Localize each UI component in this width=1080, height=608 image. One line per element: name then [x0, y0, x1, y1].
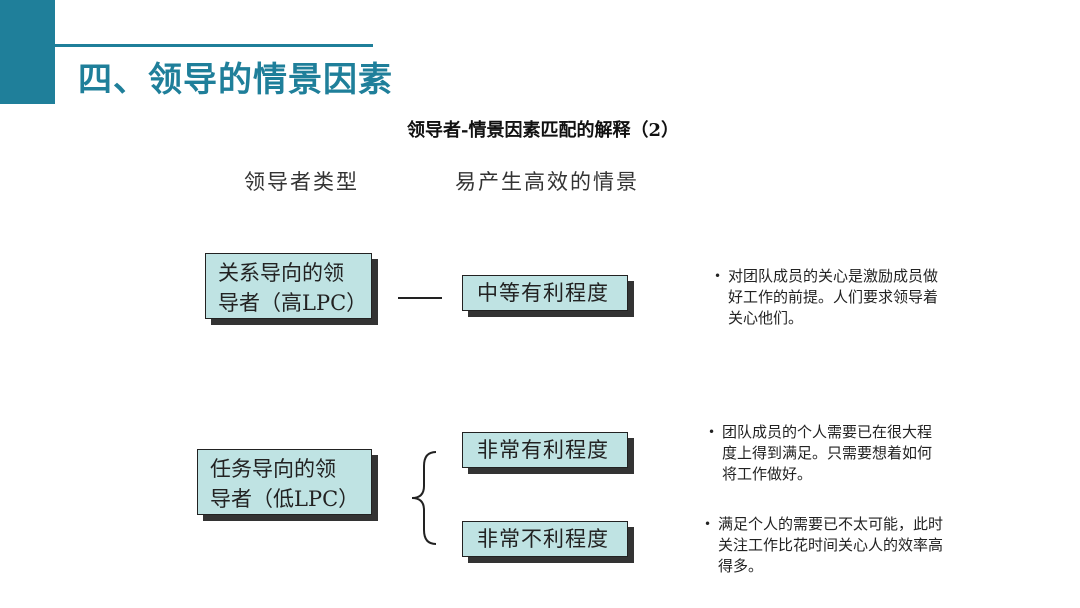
note-bullet: 团队成员的个人需要已在很大程度上得到满足。只需要想着如何将工作做好。	[708, 422, 944, 485]
brace-icon	[411, 451, 437, 545]
situation-label: 非常不利程度	[477, 527, 609, 551]
situation-box-very-favorable: 非常有利程度	[462, 432, 628, 468]
title-underline	[55, 44, 373, 47]
slide-subtitle: 领导者-情景因素匹配的解释（2）	[407, 120, 679, 141]
connector-line	[398, 297, 442, 299]
note-bullet: 满足个人的需要已不太可能，此时关注工作比花时间关心人的效率高得多。	[704, 514, 944, 577]
leader-box-line: 导者（高LPC）	[218, 291, 368, 315]
leader-box-line: 关系导向的领	[218, 261, 344, 285]
note-very-unfavorable: 满足个人的需要已不太可能，此时关注工作比花时间关心人的效率高得多。	[704, 514, 944, 577]
note-bullet: 对团队成员的关心是激励成员做好工作的前提。人们要求领导着关心他们。	[714, 266, 950, 329]
note-very-favorable: 团队成员的个人需要已在很大程度上得到满足。只需要想着如何将工作做好。	[708, 422, 944, 485]
situation-box-very-unfavorable: 非常不利程度	[462, 521, 628, 557]
leader-box-task: 任务导向的领 导者（低LPC）	[197, 449, 372, 515]
leader-box-relationship: 关系导向的领 导者（高LPC）	[205, 253, 372, 319]
leader-box-line: 导者（低LPC）	[210, 487, 360, 511]
situation-box-moderate: 中等有利程度	[462, 275, 628, 311]
slide-title: 四、领导的情景因素	[78, 60, 393, 100]
situation-label: 中等有利程度	[477, 281, 609, 305]
note-moderate: 对团队成员的关心是激励成员做好工作的前提。人们要求领导着关心他们。	[714, 266, 950, 329]
accent-block	[0, 0, 55, 104]
leader-box-line: 任务导向的领	[210, 457, 336, 481]
column-header-leader-type: 领导者类型	[244, 170, 359, 194]
column-header-situation: 易产生高效的情景	[455, 170, 639, 194]
situation-label: 非常有利程度	[477, 438, 609, 462]
